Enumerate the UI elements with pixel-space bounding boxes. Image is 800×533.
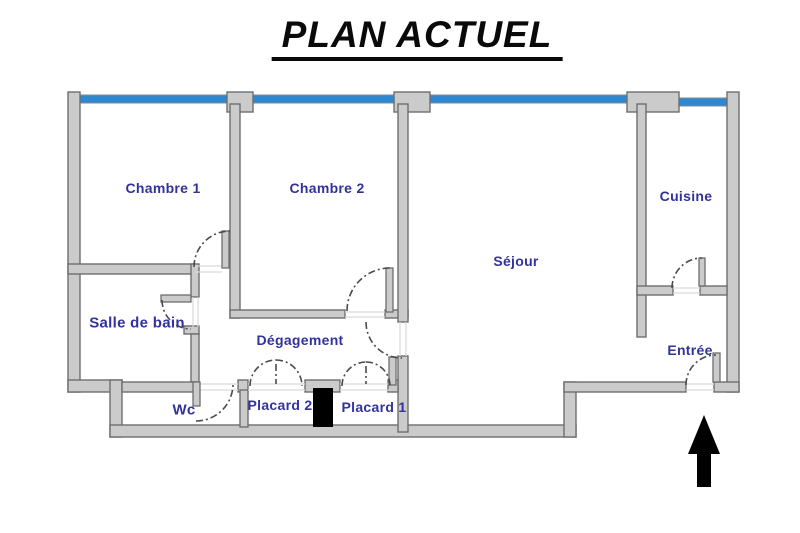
walls xyxy=(67,91,740,438)
window-line-chambre2 xyxy=(252,94,395,104)
door-leaf-chambre1 xyxy=(221,230,230,269)
door-arc-placard1-right xyxy=(365,361,391,387)
door-leaf-cuisine xyxy=(698,257,706,287)
door-arc-placard2-right xyxy=(275,359,303,387)
shaft-block xyxy=(313,388,333,427)
room-label-sejour: Séjour xyxy=(493,253,539,269)
door-arc-placard2-left xyxy=(249,359,277,387)
room-label-placard1: Placard 1 xyxy=(341,399,407,415)
door-arc-chambre1 xyxy=(193,230,231,268)
room-label-placard2: Placard 2 xyxy=(247,397,313,413)
room-label-chambre1: Chambre 1 xyxy=(125,180,201,196)
door-thresholds xyxy=(192,265,714,391)
door-leaf-salle-de-bain xyxy=(160,294,192,303)
room-label-cuisine: Cuisine xyxy=(659,188,713,204)
window-line-sejour xyxy=(429,94,628,104)
room-label-entree: Entrée xyxy=(667,342,713,358)
window-line-chambre1 xyxy=(79,94,228,104)
door-leaf-chambre2 xyxy=(385,267,394,313)
door-swing-arcs xyxy=(161,230,717,422)
door-arc-cuisine xyxy=(671,257,703,289)
door-arc-entree xyxy=(685,354,717,386)
room-label-chambre2: Chambre 2 xyxy=(289,180,365,196)
room-label-salle-de-bain: Salle de bain xyxy=(89,314,185,332)
door-arc-chambre2 xyxy=(346,267,391,312)
door-leaf-entree xyxy=(712,352,721,383)
door-arc-wc xyxy=(195,383,234,422)
door-leaf-wc xyxy=(192,381,201,407)
entrance-arrow-icon xyxy=(688,415,720,487)
door-leaves xyxy=(160,230,721,407)
room-label-wc: Wc xyxy=(172,401,196,419)
room-label-degagement: Dégagement xyxy=(256,332,344,348)
door-arc-sejour-degagement xyxy=(365,321,403,359)
door-arc-placard1-left xyxy=(341,361,367,387)
door-arc-salle-de-bain xyxy=(161,299,192,330)
plan-title: PLAN ACTUEL xyxy=(271,14,563,61)
window-line-cuisine xyxy=(678,97,728,107)
